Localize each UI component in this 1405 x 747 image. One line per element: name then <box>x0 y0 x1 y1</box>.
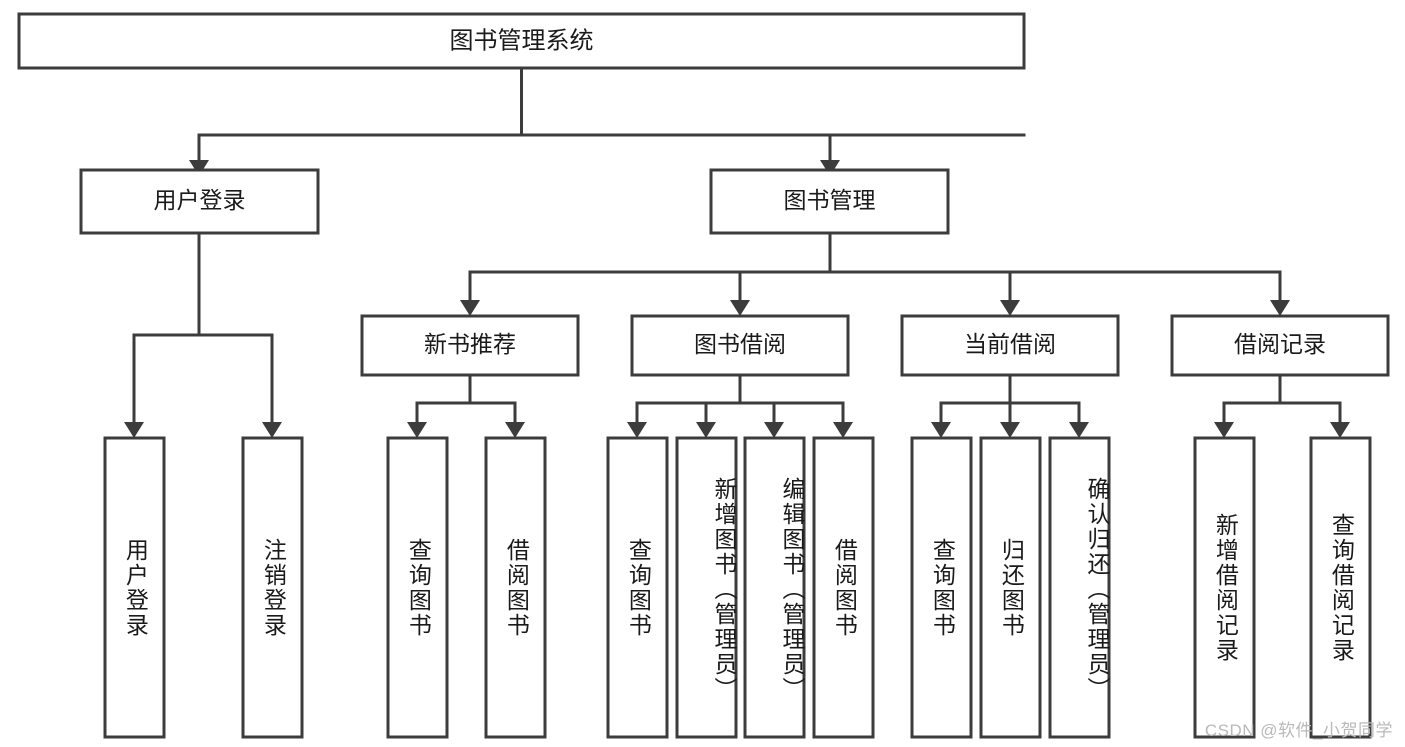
csdn-watermark: CSDN @软件_小贺同学 <box>1204 721 1393 740</box>
connector-root-to-level2 <box>189 66 1026 176</box>
connector-borrowrecord-to-leaves <box>1214 373 1350 438</box>
node-root[interactable]: 图书管理系统 <box>17 12 1026 70</box>
node-current-borrow-label: 当前借阅 <box>964 331 1056 357</box>
node-book-manage-label: 图书管理 <box>784 187 876 213</box>
node-leaf-query-record[interactable] <box>1309 436 1372 739</box>
node-borrow-record[interactable]: 借阅记录 <box>1170 314 1390 377</box>
node-leaf-add-record[interactable] <box>1193 436 1256 739</box>
node-root-label: 图书管理系统 <box>450 27 594 54</box>
connector-newbook-to-leaves <box>407 373 525 438</box>
node-new-book-recommend-label: 新书推荐 <box>424 331 516 357</box>
connector-currentborrow-to-leaves <box>931 373 1089 438</box>
connector-bookmanage-to-level3 <box>460 231 1290 316</box>
node-leaf-add-book[interactable] <box>675 436 738 739</box>
node-leaf-query-book-1[interactable] <box>386 436 449 739</box>
node-leaf-confirm-return[interactable] <box>1048 436 1111 739</box>
node-book-manage[interactable]: 图书管理 <box>709 168 950 235</box>
node-book-borrow[interactable]: 图书借阅 <box>630 314 850 377</box>
node-leaf-borrow-book-2[interactable] <box>812 436 875 739</box>
node-user-login[interactable]: 用户登录 <box>79 168 320 235</box>
node-book-borrow-label: 图书借阅 <box>694 331 786 357</box>
node-leaf-return-book[interactable] <box>979 436 1042 739</box>
connector-bookborrow-to-leaves <box>627 373 853 438</box>
node-leaf-logout[interactable] <box>241 436 304 739</box>
node-leaf-borrow-book-1[interactable] <box>484 436 547 739</box>
node-leaf-query-book-3[interactable] <box>910 436 973 739</box>
node-borrow-record-label: 借阅记录 <box>1234 331 1326 357</box>
node-leaf-user-login[interactable] <box>103 436 166 739</box>
connector-userlogin-to-leaves <box>124 231 282 438</box>
node-user-login-label: 用户登录 <box>154 187 246 213</box>
node-new-book-recommend[interactable]: 新书推荐 <box>360 314 580 377</box>
node-current-borrow[interactable]: 当前借阅 <box>900 314 1120 377</box>
node-leaf-query-book-2[interactable] <box>606 436 669 739</box>
node-leaf-edit-book[interactable] <box>743 436 806 739</box>
